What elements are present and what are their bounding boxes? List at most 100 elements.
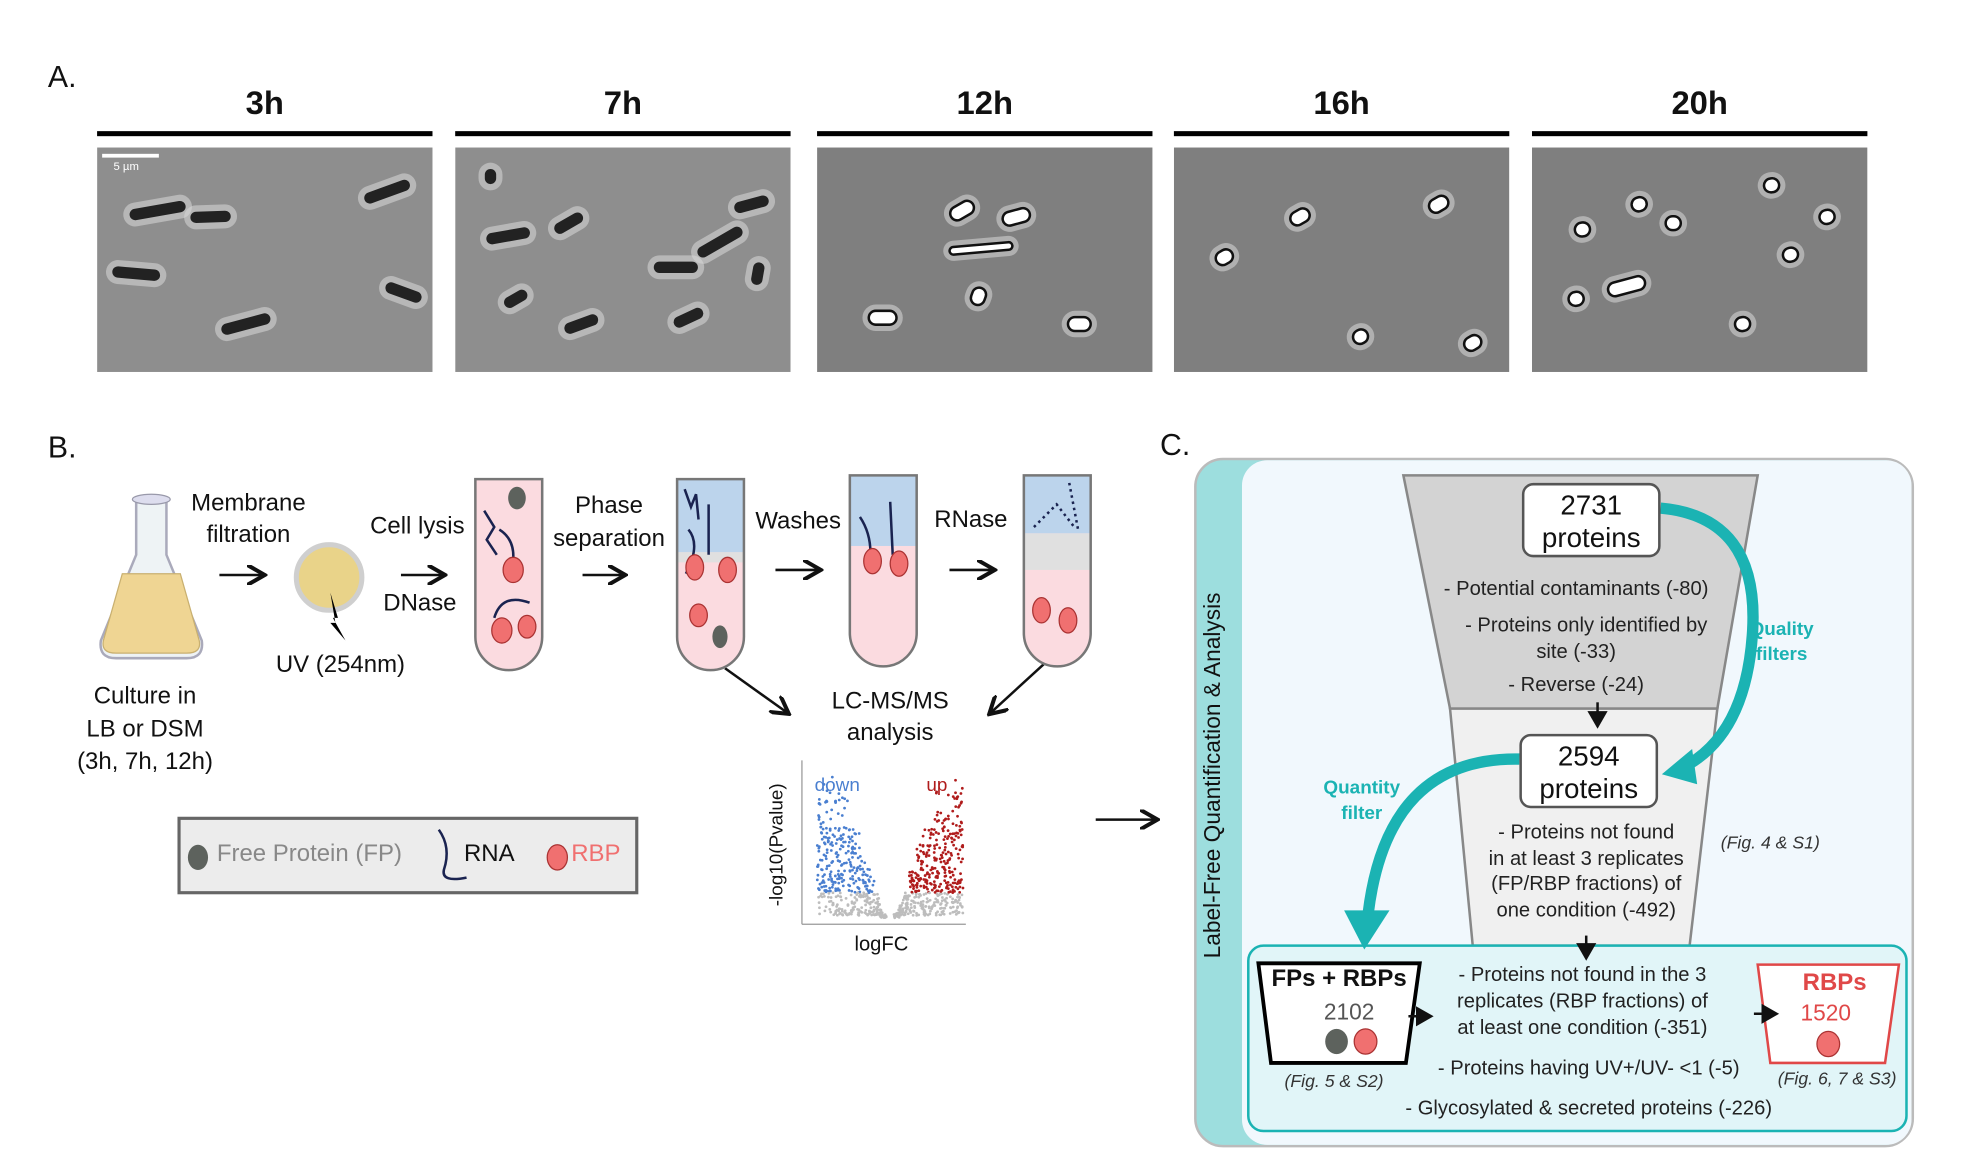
- rbp-icon: [1353, 1028, 1378, 1055]
- rbp-icon: [1816, 1030, 1841, 1058]
- volcano-point: [840, 909, 844, 913]
- volcano-point: [821, 820, 825, 824]
- volcano-point: [820, 837, 824, 841]
- volcano-point: [940, 899, 944, 903]
- volcano-point: [876, 892, 879, 896]
- scale-bar-label: 5 µm: [113, 161, 138, 173]
- volcano-point: [911, 879, 915, 883]
- panel-b-label: B.: [47, 431, 77, 466]
- volcano-point: [915, 873, 919, 877]
- volcano-point: [959, 860, 963, 864]
- bacterial-cell: [1568, 216, 1597, 243]
- volcano-point: [876, 905, 880, 909]
- volcano-point: [842, 826, 846, 829]
- volcano-point: [959, 792, 963, 795]
- volcano-point: [916, 859, 920, 862]
- volcano-point: [843, 806, 846, 810]
- volcano-point: [903, 913, 907, 917]
- volcano-point: [901, 911, 905, 914]
- quality-arrowhead: [1661, 748, 1698, 785]
- volcano-point: [948, 871, 952, 875]
- volcano-point: [958, 890, 962, 894]
- bacterial-cell: [1659, 209, 1688, 237]
- volcano-point: [827, 895, 830, 899]
- volcano-point: [939, 860, 943, 864]
- volcano-point: [849, 893, 853, 897]
- volcano-point: [853, 901, 857, 905]
- volcano-point: [939, 903, 942, 906]
- volcano-point: [903, 891, 907, 895]
- volcano-point: [901, 908, 904, 912]
- volcano-point: [956, 831, 960, 835]
- filter-reverse: - Reverse (-24): [1508, 674, 1644, 697]
- volcano-point: [854, 842, 858, 846]
- volcano-point: [843, 909, 847, 913]
- volcano-point: [830, 877, 833, 881]
- volcano-point: [854, 879, 858, 883]
- scale-bar: [102, 153, 159, 158]
- volcano-point: [931, 867, 934, 871]
- volcano-point: [912, 909, 915, 913]
- volcano-up-label: up: [926, 774, 948, 797]
- volcano-point: [946, 829, 950, 833]
- timepoint-bar: [455, 131, 791, 137]
- filter-site-1: - Proteins only identified by: [1465, 615, 1708, 637]
- volcano-point: [845, 861, 848, 865]
- volcano-point: [956, 901, 960, 904]
- volcano-point: [931, 833, 935, 836]
- quality-filter-arrow: [1660, 502, 1759, 775]
- membrane-label-2: filtration: [206, 522, 291, 549]
- volcano-point: [949, 875, 952, 879]
- volcano-point: [844, 851, 848, 855]
- culture-label-2: LB or DSM: [86, 716, 204, 743]
- volcano-point: [943, 871, 947, 875]
- rbps-funnel: [1756, 963, 1901, 1065]
- tube-washes: [848, 474, 918, 668]
- volcano-point: [837, 829, 841, 832]
- volcano-point: [925, 897, 929, 901]
- micrograph: [455, 147, 791, 372]
- volcano-point: [817, 818, 821, 821]
- volcano-point: [954, 847, 958, 850]
- volcano-point: [909, 880, 913, 884]
- volcano-point: [851, 874, 855, 878]
- timepoint-bar: [97, 131, 433, 137]
- volcano-point: [958, 885, 962, 889]
- volcano-point: [851, 839, 854, 843]
- volcano-point: [953, 797, 957, 800]
- volcano-point: [878, 908, 882, 912]
- volcano-point: [825, 826, 828, 830]
- volcano-point: [855, 869, 859, 873]
- volcano-point: [847, 844, 850, 848]
- volcano-point: [872, 905, 876, 909]
- volcano-point: [839, 834, 843, 838]
- bacterial-cell: [996, 201, 1037, 232]
- volcano-point: [824, 857, 828, 861]
- volcano-point: [953, 878, 957, 881]
- volcano-point: [817, 895, 820, 899]
- volcano-point: [952, 838, 956, 842]
- volcano-point: [914, 892, 918, 896]
- volcano-point: [820, 885, 824, 889]
- volcano-point: [936, 871, 940, 875]
- volcano-point: [847, 858, 851, 862]
- volcano-point: [915, 911, 918, 915]
- volcano-point: [948, 832, 952, 836]
- volcano-point: [950, 885, 954, 889]
- volcano-point: [850, 901, 854, 905]
- volcano-point: [960, 905, 964, 909]
- volcano-point: [916, 853, 919, 857]
- volcano-point: [831, 891, 835, 895]
- volcano-point: [828, 900, 831, 904]
- timepoint-label: 3h: [245, 83, 284, 122]
- volcano-point: [875, 907, 879, 911]
- volcano-point: [827, 836, 831, 840]
- volcano-point: [956, 895, 959, 899]
- bacterial-cell: [105, 260, 167, 288]
- volcano-point: [926, 887, 929, 891]
- timepoint-label: 20h: [1671, 83, 1728, 122]
- volcano-point: [961, 911, 965, 915]
- volcano-point: [932, 880, 936, 884]
- volcano-point: [910, 870, 914, 874]
- volcano-point: [938, 907, 942, 910]
